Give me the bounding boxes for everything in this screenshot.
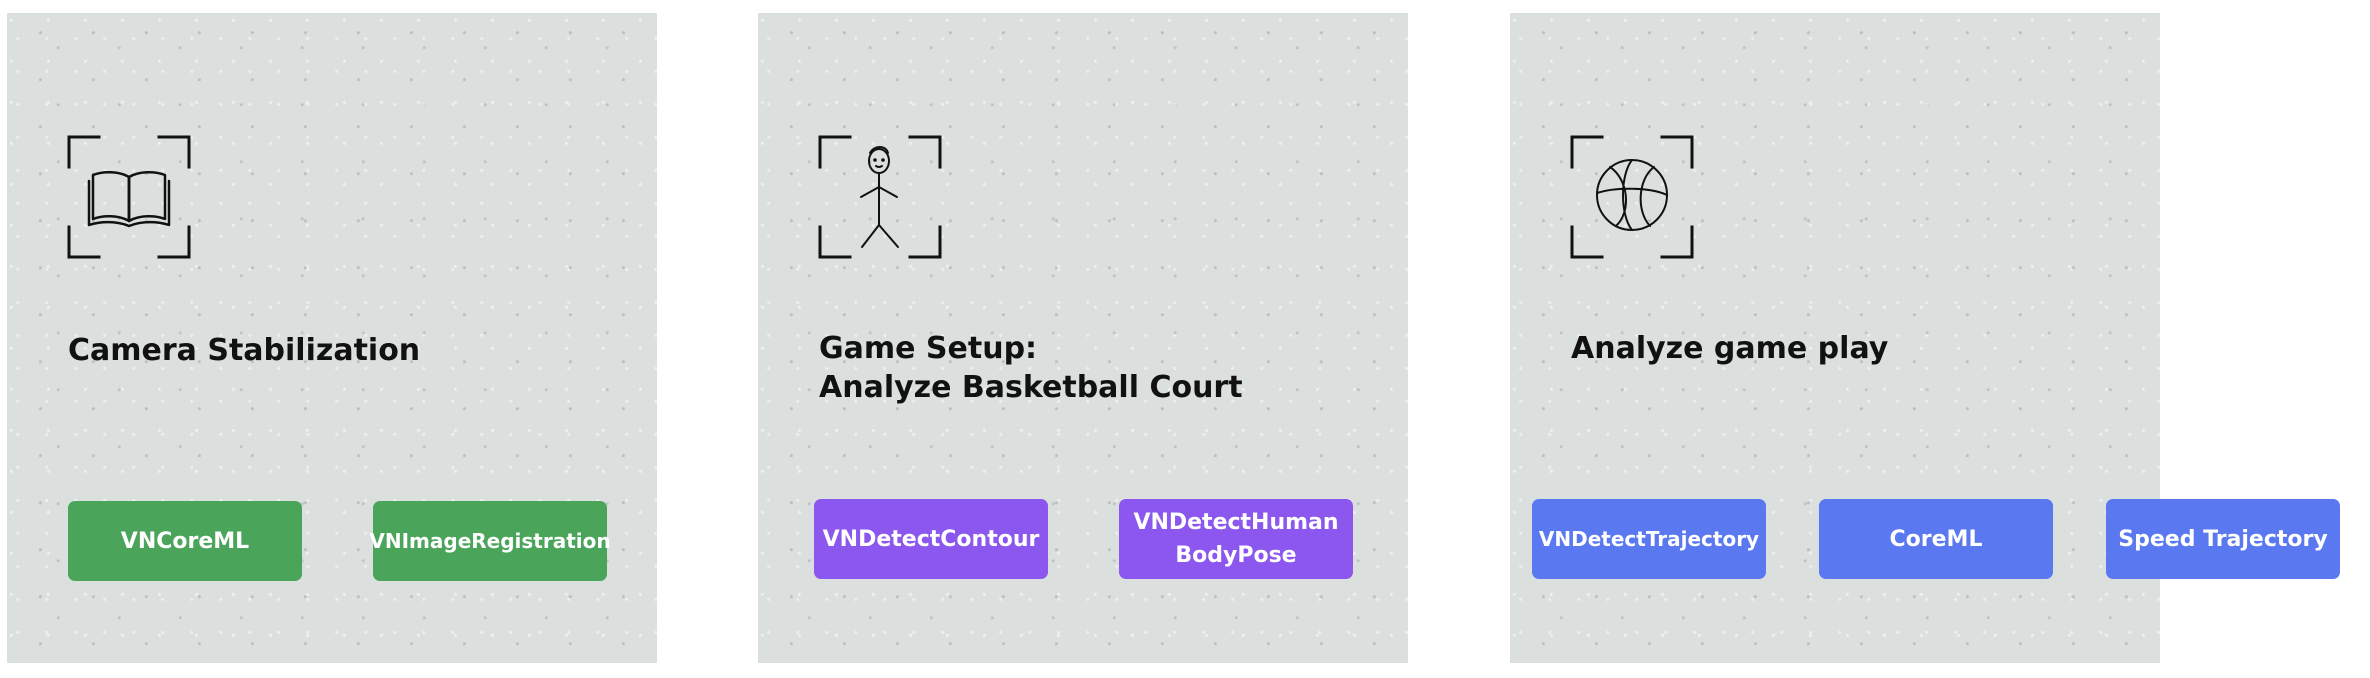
game-setup-card: Game Setup: Analyze Basketball Court VND… — [758, 13, 1408, 663]
vndetecttrajectory-chip: VNDetectTrajectory — [1532, 499, 1766, 579]
basketball-icon — [1570, 135, 1694, 259]
vncoreml-chip: VNCoreML — [68, 501, 302, 581]
open-book-icon — [67, 135, 191, 259]
vndetecthumanbodypose-chip: VNDetectHuman BodyPose — [1119, 499, 1353, 579]
analyze-game-play-card: Analyze game play VNDetectTrajectory Cor… — [1510, 13, 2340, 663]
card-title-line: Game Setup: — [819, 331, 1038, 366]
card-title-line: Analyze game play — [1571, 331, 1889, 366]
speed-trajectory-chip: Speed Trajectory — [2106, 499, 2340, 579]
card-title-line: Analyze Basketball Court — [819, 370, 1243, 405]
stick-figure-icon — [818, 135, 942, 259]
card-title: Game Setup: Analyze Basketball Court — [819, 329, 1243, 407]
chip-label-line: BodyPose — [1175, 543, 1297, 568]
vnimageregistration-chip: VNImageRegistration — [369, 501, 611, 581]
card-title-line: Camera Stabilization — [68, 333, 421, 368]
card-title: Analyze game play — [1571, 329, 1888, 368]
coreml-chip: CoreML — [1819, 499, 2053, 579]
camera-stabilization-card: Camera Stabilization VNCoreML VNImageReg… — [7, 13, 657, 663]
chip-label-line: VNDetectHuman — [1133, 510, 1339, 535]
vndetectcontour-chip: VNDetectContour — [814, 499, 1048, 579]
card-title: Camera Stabilization — [68, 331, 420, 370]
